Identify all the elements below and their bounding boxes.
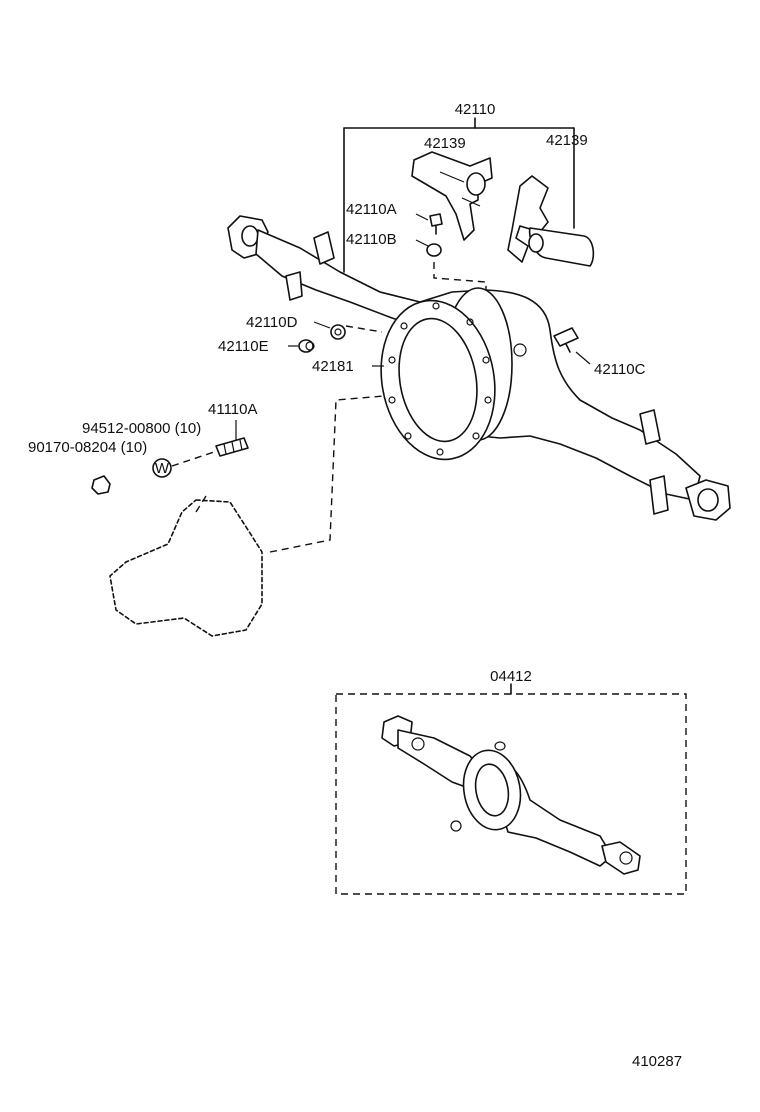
- label-part-a: 42110A: [346, 201, 397, 218]
- label-kit: 04412: [490, 668, 532, 685]
- label-bracket-right: 42139: [546, 132, 588, 149]
- part-c-breather: [553, 327, 591, 365]
- carrier-phantom-drawing: [109, 395, 385, 637]
- label-bracket-left: 42139: [424, 135, 466, 152]
- part-e-bushing: [288, 339, 315, 353]
- kit-box: [335, 683, 687, 895]
- label-stud: 41110A: [208, 401, 258, 418]
- label-part-e: 42110E: [218, 338, 269, 355]
- label-part-b: 42110B: [346, 231, 397, 248]
- gasket-drawing: [372, 299, 496, 461]
- bracket-left-drawing: [411, 151, 493, 241]
- bracket-right-drawing: [507, 175, 595, 267]
- label-washer: 94512-00800 (10): [82, 420, 201, 437]
- part-b-plug: [415, 239, 487, 296]
- label-assembly: 42110: [455, 101, 496, 118]
- washer-marker-letter: W: [155, 460, 170, 477]
- label-part-c: 42110C: [594, 361, 646, 378]
- assembly-bracket: [343, 117, 575, 273]
- label-part-d: 42110D: [246, 314, 298, 331]
- stud-drawing: [215, 420, 249, 457]
- nut-drawing: [91, 475, 111, 495]
- part-a-bolt: [415, 213, 443, 235]
- part-d-bushing: [313, 321, 383, 340]
- washer-marker: W: [152, 451, 215, 478]
- label-gasket: 42181: [312, 358, 354, 375]
- diagram-number: 410287: [632, 1053, 682, 1070]
- label-nut: 90170-08204 (10): [28, 439, 147, 456]
